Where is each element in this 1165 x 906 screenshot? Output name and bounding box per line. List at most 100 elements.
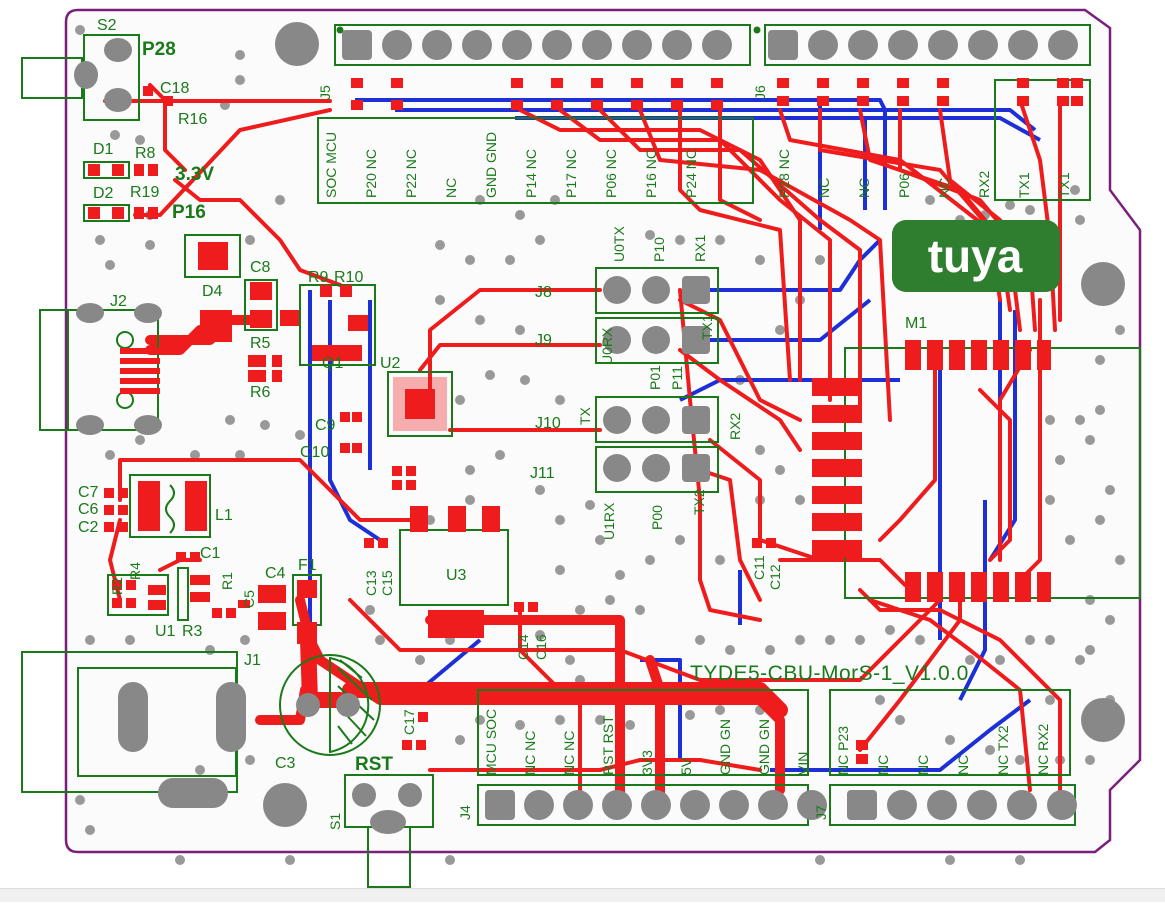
via-field	[75, 25, 1125, 865]
chip-u3: U3 C13 C15 C14 C16 C11 C12	[363, 506, 783, 660]
header-j5: J5	[317, 24, 754, 204]
uart-tx2: TX2	[691, 489, 707, 515]
r9-label: R9	[308, 269, 329, 286]
uart-jumper-block: J8 J9 J10 J11 U0TX P10 RX1 U0RX P11 TX1 …	[530, 226, 743, 540]
j4-pin-label-3: NC NC	[561, 731, 577, 775]
mounting-holes	[263, 22, 1125, 827]
s2-label: S2	[97, 17, 117, 34]
j5-pin-2	[382, 30, 412, 60]
j7-pin-2	[887, 790, 917, 820]
c11-label: C11	[751, 555, 767, 580]
j7-pin-6	[1047, 790, 1077, 820]
j5-pin-label-4: NC	[443, 178, 459, 198]
c16-label: C16	[533, 634, 549, 660]
v33-label: 3.3V	[175, 164, 214, 185]
fuse-f1: F1	[292, 557, 322, 644]
j5-pin-9	[662, 30, 692, 60]
q1-label: Q1	[322, 355, 343, 372]
switch-s2: S2 P28	[21, 17, 176, 121]
m1-label: M1	[905, 315, 927, 332]
r8-label: R8	[135, 145, 156, 162]
j6-pin-label-3: NC	[856, 178, 872, 198]
j7-pin-4	[967, 790, 997, 820]
horizontal-scrollbar-track[interactable]	[0, 888, 1165, 902]
j4-pin-6	[680, 790, 710, 820]
j2-label: J2	[110, 293, 127, 310]
j11-label: J11	[530, 465, 555, 482]
header-j7: J7	[813, 689, 1077, 826]
c18-label: C18	[160, 80, 189, 97]
j5-pin-7	[582, 30, 612, 60]
d1-label: D1	[93, 141, 114, 158]
j5-label: J5	[317, 85, 333, 100]
uart-u0rx: U0RX	[599, 327, 615, 365]
uart-rx1: RX1	[692, 235, 708, 262]
j4-pin-label-9: VIN	[795, 752, 811, 775]
c15-label: C15	[379, 570, 395, 596]
r3-label: R3	[182, 623, 203, 640]
r5-label: R5	[250, 335, 271, 352]
j4-pin-label-5: 3V3	[639, 750, 655, 775]
j7-pin-3	[927, 790, 957, 820]
j5-pin-label-2: P20 NC	[363, 149, 379, 198]
j4-label: J4	[457, 805, 473, 820]
uart-p01: P01	[647, 365, 663, 390]
j6-pin-7	[1008, 30, 1038, 60]
uart-pin-r1c1	[603, 276, 631, 304]
top-copper-traces	[103, 83, 1062, 805]
j5-pin-label-8: P06 NC	[603, 149, 619, 198]
c9-label: C9	[315, 417, 336, 434]
j6-pin-label-1: P28 NC	[776, 149, 792, 198]
j4-pin-3	[563, 790, 593, 820]
j4-pin-7	[719, 790, 749, 820]
uart-pin-r2c2	[642, 326, 670, 354]
j4-pin-label-7: GND GN	[717, 719, 733, 775]
j7-pin-label-1: NC P23	[835, 726, 851, 775]
c5-label: C5	[241, 590, 257, 608]
board-outline	[64, 8, 1142, 854]
c17-label: C17	[401, 709, 417, 735]
inductor-l1-section: L1 C7 C6 C2	[78, 474, 233, 538]
m1-left-pads	[812, 378, 862, 558]
u1-label: U1	[155, 623, 176, 640]
c8-label: C8	[250, 259, 271, 276]
uart-pin-r4c1	[603, 454, 631, 482]
j6-pin-4	[888, 30, 918, 60]
j8-label: J8	[535, 284, 552, 301]
r6-label: R6	[250, 384, 271, 401]
l1-label: L1	[215, 507, 233, 524]
m1-top-pads	[905, 340, 1051, 370]
j6-label: J6	[752, 85, 768, 100]
j5-pin-4	[462, 30, 492, 60]
r16-label: R16	[178, 111, 207, 128]
p28-label: P28	[142, 39, 176, 60]
j7-pin-label-5: NC TX2	[995, 725, 1011, 775]
led-section: D1 D2 R8 R19 C18 R16 3.3V P16	[83, 80, 214, 223]
j5-pin-label-6: P14 NC	[523, 149, 539, 198]
uart-pin-r4c2	[642, 454, 670, 482]
c13-label: C13	[363, 570, 379, 596]
uart-pin-r1c3	[682, 276, 710, 304]
chip-u1: U1 C1 R3 C4 R2 R4 R1 C5	[107, 545, 286, 640]
uart-pin-r2c1	[603, 326, 631, 354]
j4-pin-label-1: MCU SOC	[483, 709, 499, 775]
j7-pin-1	[847, 790, 877, 820]
c6-label: C6	[78, 501, 99, 518]
j5-pin-10	[702, 30, 732, 60]
j4-pin-8	[758, 790, 788, 820]
j7-label: J7	[813, 805, 829, 820]
j6-pin-label-2: NC	[816, 178, 832, 198]
j7-pin-label-3: NC	[915, 755, 931, 775]
module-m1: tuya M1	[812, 220, 1141, 602]
r19-label: R19	[130, 184, 159, 201]
board-version-label: TYDE5-CBU-MorS-1_V1.0.0	[690, 662, 969, 685]
uart-tx1: TX1	[699, 314, 715, 340]
m1-bottom-pads	[905, 572, 1051, 602]
j4-pin-label-4: RST RST	[600, 715, 616, 775]
r1-label: R1	[219, 572, 235, 590]
j6-pin-label-8: TX1	[1056, 172, 1072, 198]
j7-pin-label-2: NC	[875, 755, 891, 775]
uart-u0tx: U0TX	[611, 226, 627, 262]
c14-label: C14	[515, 634, 531, 660]
